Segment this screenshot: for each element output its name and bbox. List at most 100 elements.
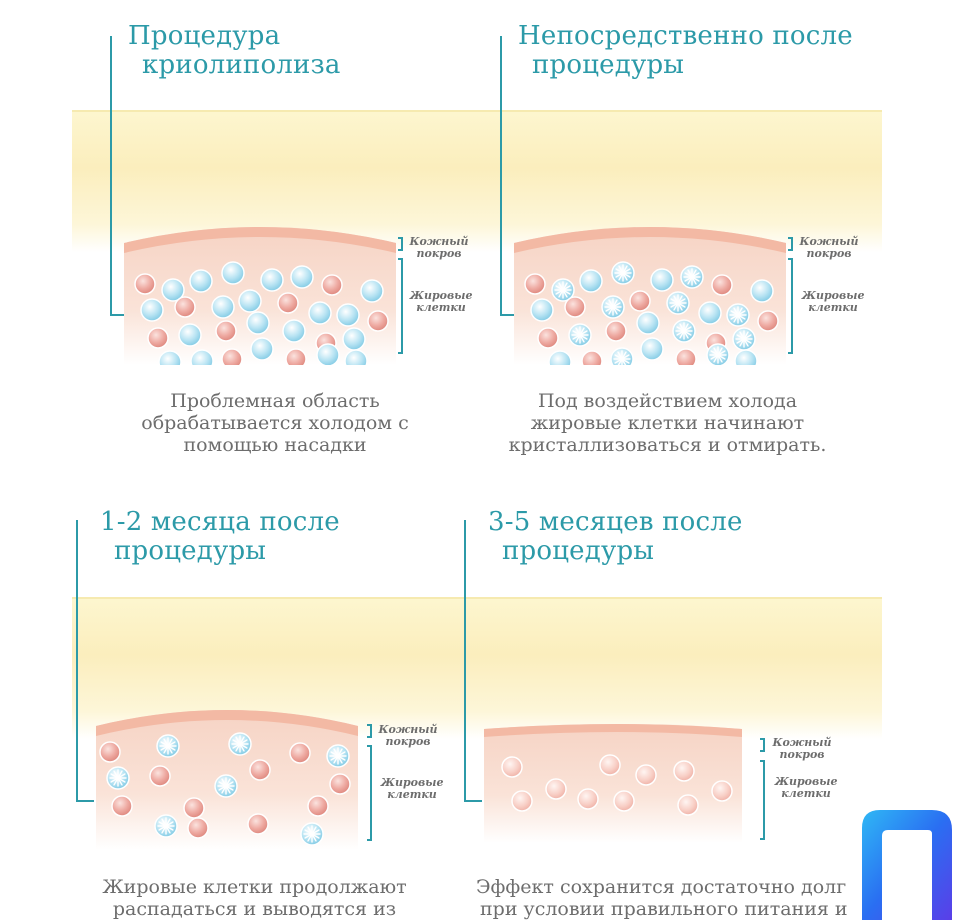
fat-cell	[316, 343, 340, 365]
tissue-diagram-crystallizing	[514, 227, 786, 365]
fat-cell	[158, 350, 182, 365]
fat-cell	[613, 790, 635, 812]
fat-cell	[282, 319, 306, 343]
fat-cell	[579, 269, 603, 293]
connector-line	[76, 520, 78, 802]
crystal-icon	[231, 735, 249, 753]
connector-tick	[76, 800, 94, 802]
fat-cell	[677, 794, 699, 816]
tissue-diagram-before	[124, 227, 396, 365]
fat-cell	[289, 742, 311, 764]
fat-cell	[757, 310, 779, 332]
fat-cell	[711, 274, 733, 296]
fat-cell	[524, 273, 546, 295]
fat-cell	[336, 303, 360, 327]
crystal-icon	[571, 326, 589, 344]
crystal-icon	[554, 281, 572, 299]
fat-cell	[367, 310, 389, 332]
fat-cell	[734, 349, 758, 365]
fat-cell	[342, 327, 366, 351]
fat-cell	[183, 797, 205, 819]
panel-1-title: Процедура криолиполиза	[128, 21, 341, 80]
fat-cell	[673, 760, 695, 782]
fat-cell	[277, 292, 299, 314]
crystal-icon	[669, 294, 687, 312]
fat-cell	[640, 337, 664, 361]
fat-brace	[788, 258, 793, 354]
fat-cell	[635, 764, 657, 786]
fat-cell	[545, 778, 567, 800]
fat-cell	[698, 301, 722, 325]
fat-cell	[189, 269, 213, 293]
fat-cell	[149, 765, 171, 787]
fat-cell	[247, 813, 269, 835]
fat-cell	[307, 795, 329, 817]
brand-logo-icon	[862, 810, 952, 920]
fat-cell	[344, 349, 368, 365]
crystal-icon	[157, 817, 175, 835]
connector-tick	[500, 314, 518, 316]
fat-cell	[215, 320, 237, 342]
fat-cell	[211, 295, 235, 319]
fat-brace	[760, 760, 765, 840]
fat-cell	[360, 279, 384, 303]
skin-brace	[398, 237, 403, 251]
fat-cell	[605, 320, 627, 342]
fat-cell	[530, 298, 554, 322]
warm-band-top	[72, 110, 882, 252]
fat-cell	[174, 296, 196, 318]
fat-cell	[599, 754, 621, 776]
fat-cell	[329, 773, 351, 795]
crystal-icon	[709, 346, 727, 364]
connector-line	[110, 36, 112, 316]
fat-cell	[501, 756, 523, 778]
fat-cell	[629, 290, 651, 312]
connector-tick	[464, 800, 482, 802]
fat-cell	[537, 327, 559, 349]
crystal-icon	[675, 322, 693, 340]
fat-cell	[250, 337, 274, 361]
fat-cell	[750, 279, 774, 303]
fat-cell	[249, 759, 271, 781]
fat-cell	[190, 349, 214, 365]
fat-cell	[246, 311, 270, 335]
crystal-icon	[159, 737, 177, 755]
connector-tick	[110, 314, 128, 316]
connector-line	[464, 520, 466, 802]
fat-cell	[636, 311, 660, 335]
fat-cell	[675, 348, 697, 365]
fat-cell	[308, 301, 332, 325]
fat-brace	[398, 258, 403, 354]
fat-cell	[260, 268, 284, 292]
fat-cell	[187, 817, 209, 839]
fat-cell	[285, 348, 307, 365]
crystal-icon	[735, 330, 753, 348]
crystal-icon	[614, 264, 632, 282]
panel-2-title: Непосредственно после процедуры	[518, 21, 853, 80]
crystal-icon	[217, 777, 235, 795]
fat-cell	[564, 296, 586, 318]
fat-cell	[147, 327, 169, 349]
fat-cell	[111, 795, 133, 817]
fat-cell	[161, 278, 185, 302]
fat-cell	[99, 741, 121, 763]
fat-cell	[650, 268, 674, 292]
fat-cell	[321, 274, 343, 296]
fat-cell	[511, 790, 533, 812]
crystal-icon	[329, 747, 347, 765]
crystal-icon	[303, 825, 321, 843]
tissue-diagram-dissolving	[96, 710, 358, 850]
skin-brace	[367, 724, 372, 738]
fat-cell	[290, 265, 314, 289]
